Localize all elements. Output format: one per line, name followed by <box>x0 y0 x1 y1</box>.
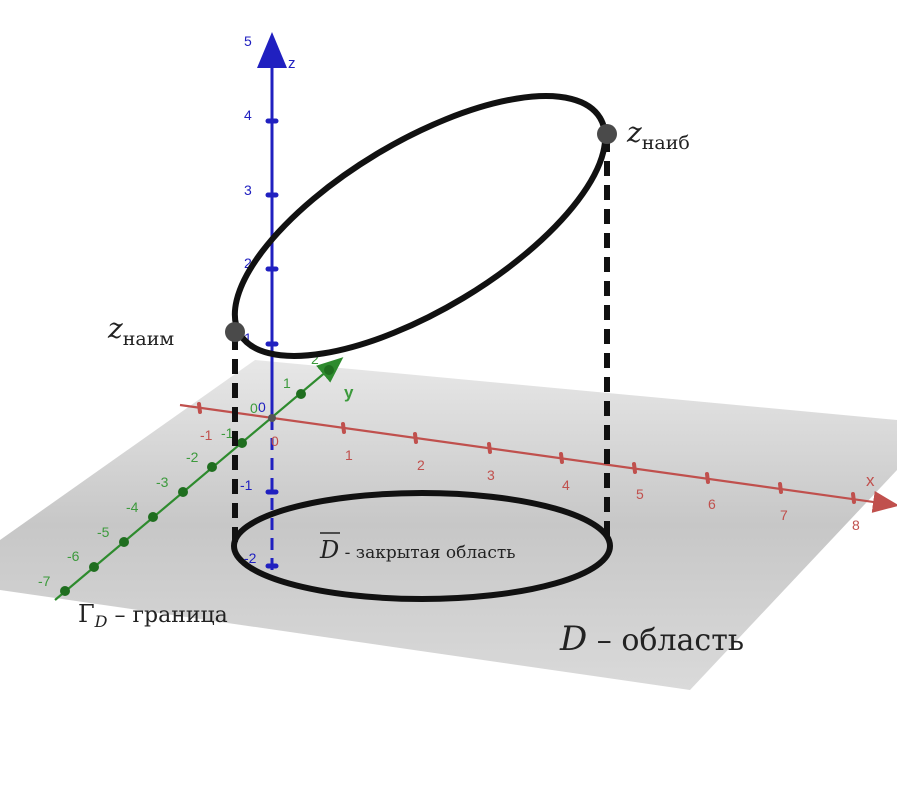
y-tick-label: 0 <box>250 400 258 416</box>
z-min-point <box>225 322 245 342</box>
x-tick-label: 7 <box>780 507 788 523</box>
x-tick-label: -1 <box>200 427 213 443</box>
y-tick-label: -4 <box>126 499 139 515</box>
y-tick-label: -5 <box>97 524 110 540</box>
z-tick-label: 5 <box>244 33 252 49</box>
z-max-label: zнаиб <box>626 116 690 154</box>
y-tick-label: 2 <box>311 351 319 367</box>
x-tick-label: 8 <box>852 517 860 533</box>
y-axis <box>54 357 344 601</box>
origin-point <box>268 414 276 422</box>
y-tick-label: -3 <box>156 474 169 490</box>
y-tick-label: -6 <box>67 548 80 564</box>
x-tick-label: 4 <box>562 477 570 493</box>
z-max-point <box>597 124 617 144</box>
x-tick-label: 1 <box>345 447 353 463</box>
x-tick-label: 0 <box>271 433 279 449</box>
y-tick-label: 1 <box>283 375 291 391</box>
xy-plane <box>0 360 897 690</box>
surface-curve-ellipse <box>231 93 609 359</box>
region-label: D – область <box>559 619 744 659</box>
y-axis-label: y <box>344 383 354 402</box>
z-tick-label: 3 <box>244 182 252 198</box>
x-axis-label: x <box>866 471 875 490</box>
x-axis <box>179 403 897 513</box>
x-tick-label: 5 <box>636 486 644 502</box>
closed-region-label: D - закрытая область <box>319 532 516 564</box>
z-tick-label: -1 <box>240 477 253 493</box>
y-tick-label: -1 <box>221 425 234 441</box>
region-boundary-ellipse <box>231 490 613 602</box>
z-tick-label: 4 <box>244 107 252 123</box>
x-tick-label: 2 <box>417 457 425 473</box>
z-min-label: zнаим <box>107 312 174 350</box>
z-tick-label: 2 <box>244 255 252 271</box>
svg-text:D - закрытая область: D - закрытая область <box>319 536 516 564</box>
x-axis-ticks <box>197 402 856 504</box>
y-tick-label: -7 <box>38 573 51 589</box>
z-axis-ticks <box>265 118 279 569</box>
x-tick-label: 3 <box>487 467 495 483</box>
z-tick-label: 1 <box>244 330 252 346</box>
boundary-label: ΓD – граница <box>78 600 228 631</box>
y-axis-ticks <box>60 365 334 596</box>
x-tick-label: 6 <box>708 496 716 512</box>
y-tick-label: -2 <box>186 449 199 465</box>
z-tick-label: 0 <box>258 399 266 415</box>
z-axis-label: z <box>288 55 296 72</box>
